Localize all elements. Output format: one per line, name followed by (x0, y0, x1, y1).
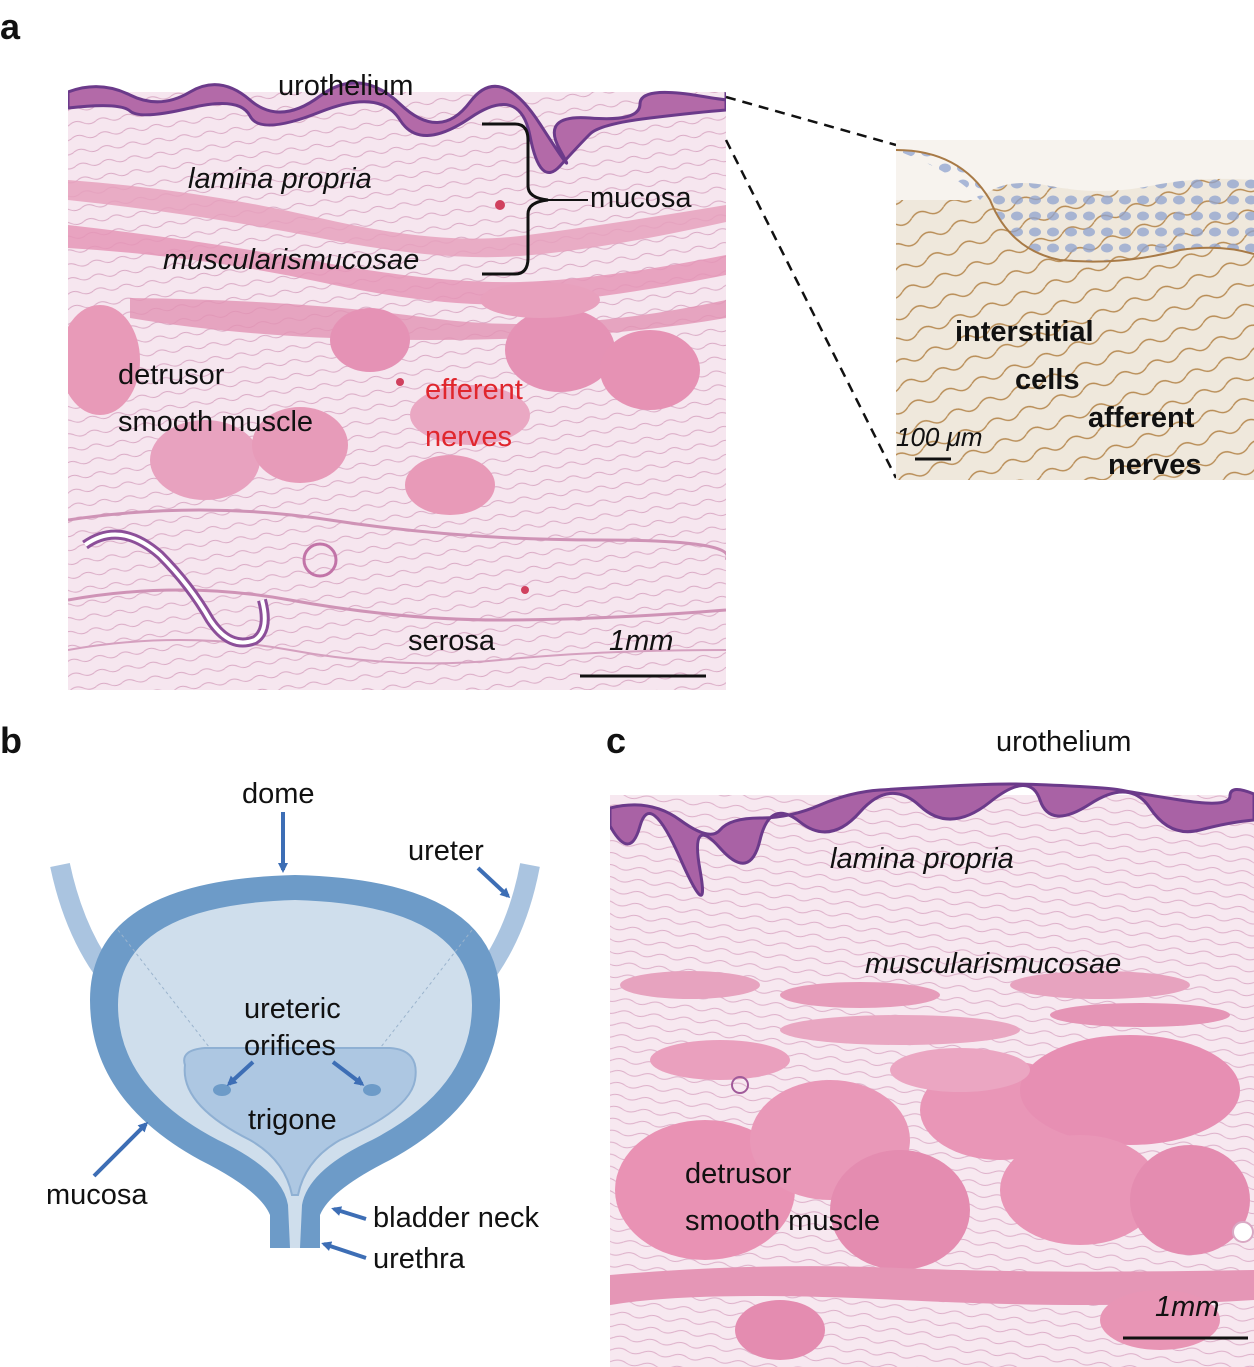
inset-afferent-label-2: nerves (1108, 449, 1202, 481)
zoom-line-bottom (724, 139, 898, 479)
panel-a-histology (68, 72, 726, 690)
panel-a-scale-label: 1mm (609, 625, 674, 657)
panel-a-urothelium-label: urothelium (278, 70, 414, 102)
panel-a-lamina-propria-label: lamina propria (188, 163, 372, 195)
panel-a-efferent-label-1: efferent (425, 374, 523, 406)
panel-b-dome-label: dome (242, 778, 315, 810)
panel-a-inset (895, 140, 1254, 480)
panel-b-mucosa-label: mucosa (46, 1179, 148, 1211)
panel-c-scale-label: 1mm (1155, 1291, 1220, 1323)
panel-a-detrusor-label-2: smooth muscle (118, 406, 314, 438)
mucosa-arrow (92, 1121, 149, 1178)
panel-b-ureteric-label-2: orifices (244, 1030, 336, 1062)
orifice-arrow-left (226, 1060, 255, 1087)
inset-afferent-label-1: afferent (1088, 402, 1195, 434)
zoom-line-top (725, 95, 897, 147)
panel-b-ureteric-label-1: ureteric (244, 993, 341, 1025)
panel-c-lamina-propria-label: lamina propria (830, 843, 1014, 875)
panel-b-urethra-label: urethra (373, 1243, 465, 1275)
panel-c-detrusor-label-2: smooth muscle (685, 1205, 881, 1237)
panel-a-serosa-label: serosa (408, 625, 496, 657)
orifice-arrow-right (331, 1060, 365, 1086)
panel-b-trigone-label: trigone (248, 1104, 337, 1136)
panel-a-letter: a (0, 6, 21, 47)
panel-a-efferent-label-2: nerves (425, 421, 513, 453)
inset-interstitial-label-1: interstitial (955, 316, 1094, 348)
panel-c-histology (610, 760, 1254, 1367)
panel-c-detrusor-label-1: detrusor (685, 1158, 792, 1190)
panel-b-bladder-neck-label: bladder neck (373, 1202, 540, 1234)
panel-a-detrusor-label-1: detrusor (118, 359, 225, 391)
panel-c-urothelium-label: urothelium (996, 726, 1132, 758)
panel-b-letter: b (0, 720, 22, 761)
panel-b-ureter-label: ureter (408, 835, 484, 867)
inset-interstitial-label-2: cells (1015, 364, 1080, 396)
panel-a-mucosa-label: mucosa (590, 182, 692, 214)
right-orifice (363, 1084, 381, 1096)
left-orifice (213, 1084, 231, 1096)
ureter-arrow (476, 866, 511, 899)
panel-a-muscularis-label: muscularismucosae (163, 244, 420, 276)
inset-scale-label: 100 μm (896, 422, 983, 452)
bladder-neck-arrow (331, 1206, 367, 1221)
urethra-arrow (321, 1241, 367, 1260)
panel-b-bladder-diagram (50, 812, 540, 1260)
panel-c-letter: c (606, 720, 627, 761)
panel-c-muscularis-label: muscularismucosae (865, 948, 1122, 980)
